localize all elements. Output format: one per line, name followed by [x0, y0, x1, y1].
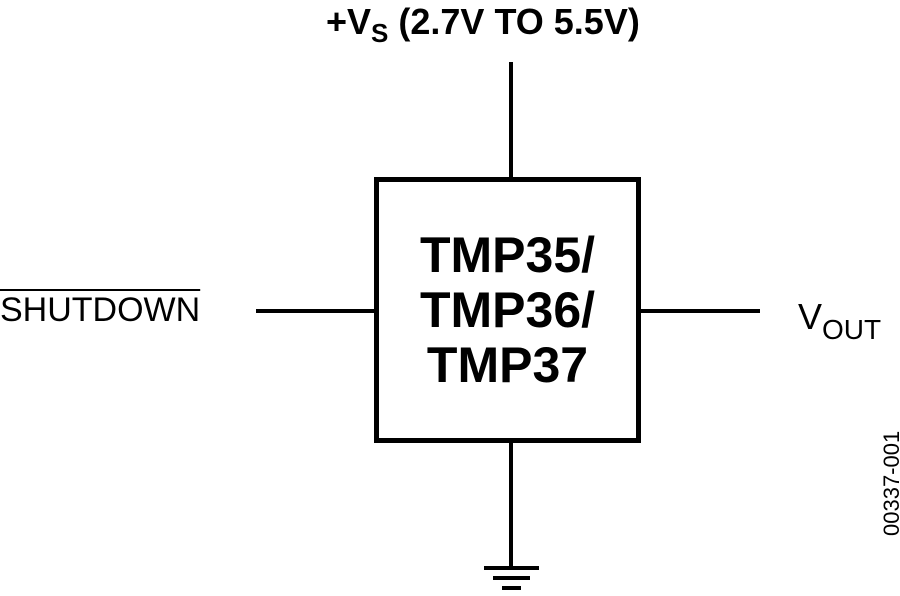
shutdown-pin-label: SHUTDOWN — [0, 291, 201, 329]
ground-icon — [484, 566, 539, 590]
figure-code: 00337-001 — [879, 430, 900, 536]
chip-name-line: TMP37 — [426, 336, 589, 393]
chip-name-line: TMP36/ — [419, 281, 596, 338]
sensor-chip-block: TMP35/ TMP36/ TMP37 — [374, 177, 641, 443]
supply-voltage-label: +VS (2.7V TO 5.5V) — [326, 1, 640, 48]
output-pin-label: VOUT — [798, 296, 882, 345]
chip-name-line: TMP35/ — [419, 226, 596, 283]
